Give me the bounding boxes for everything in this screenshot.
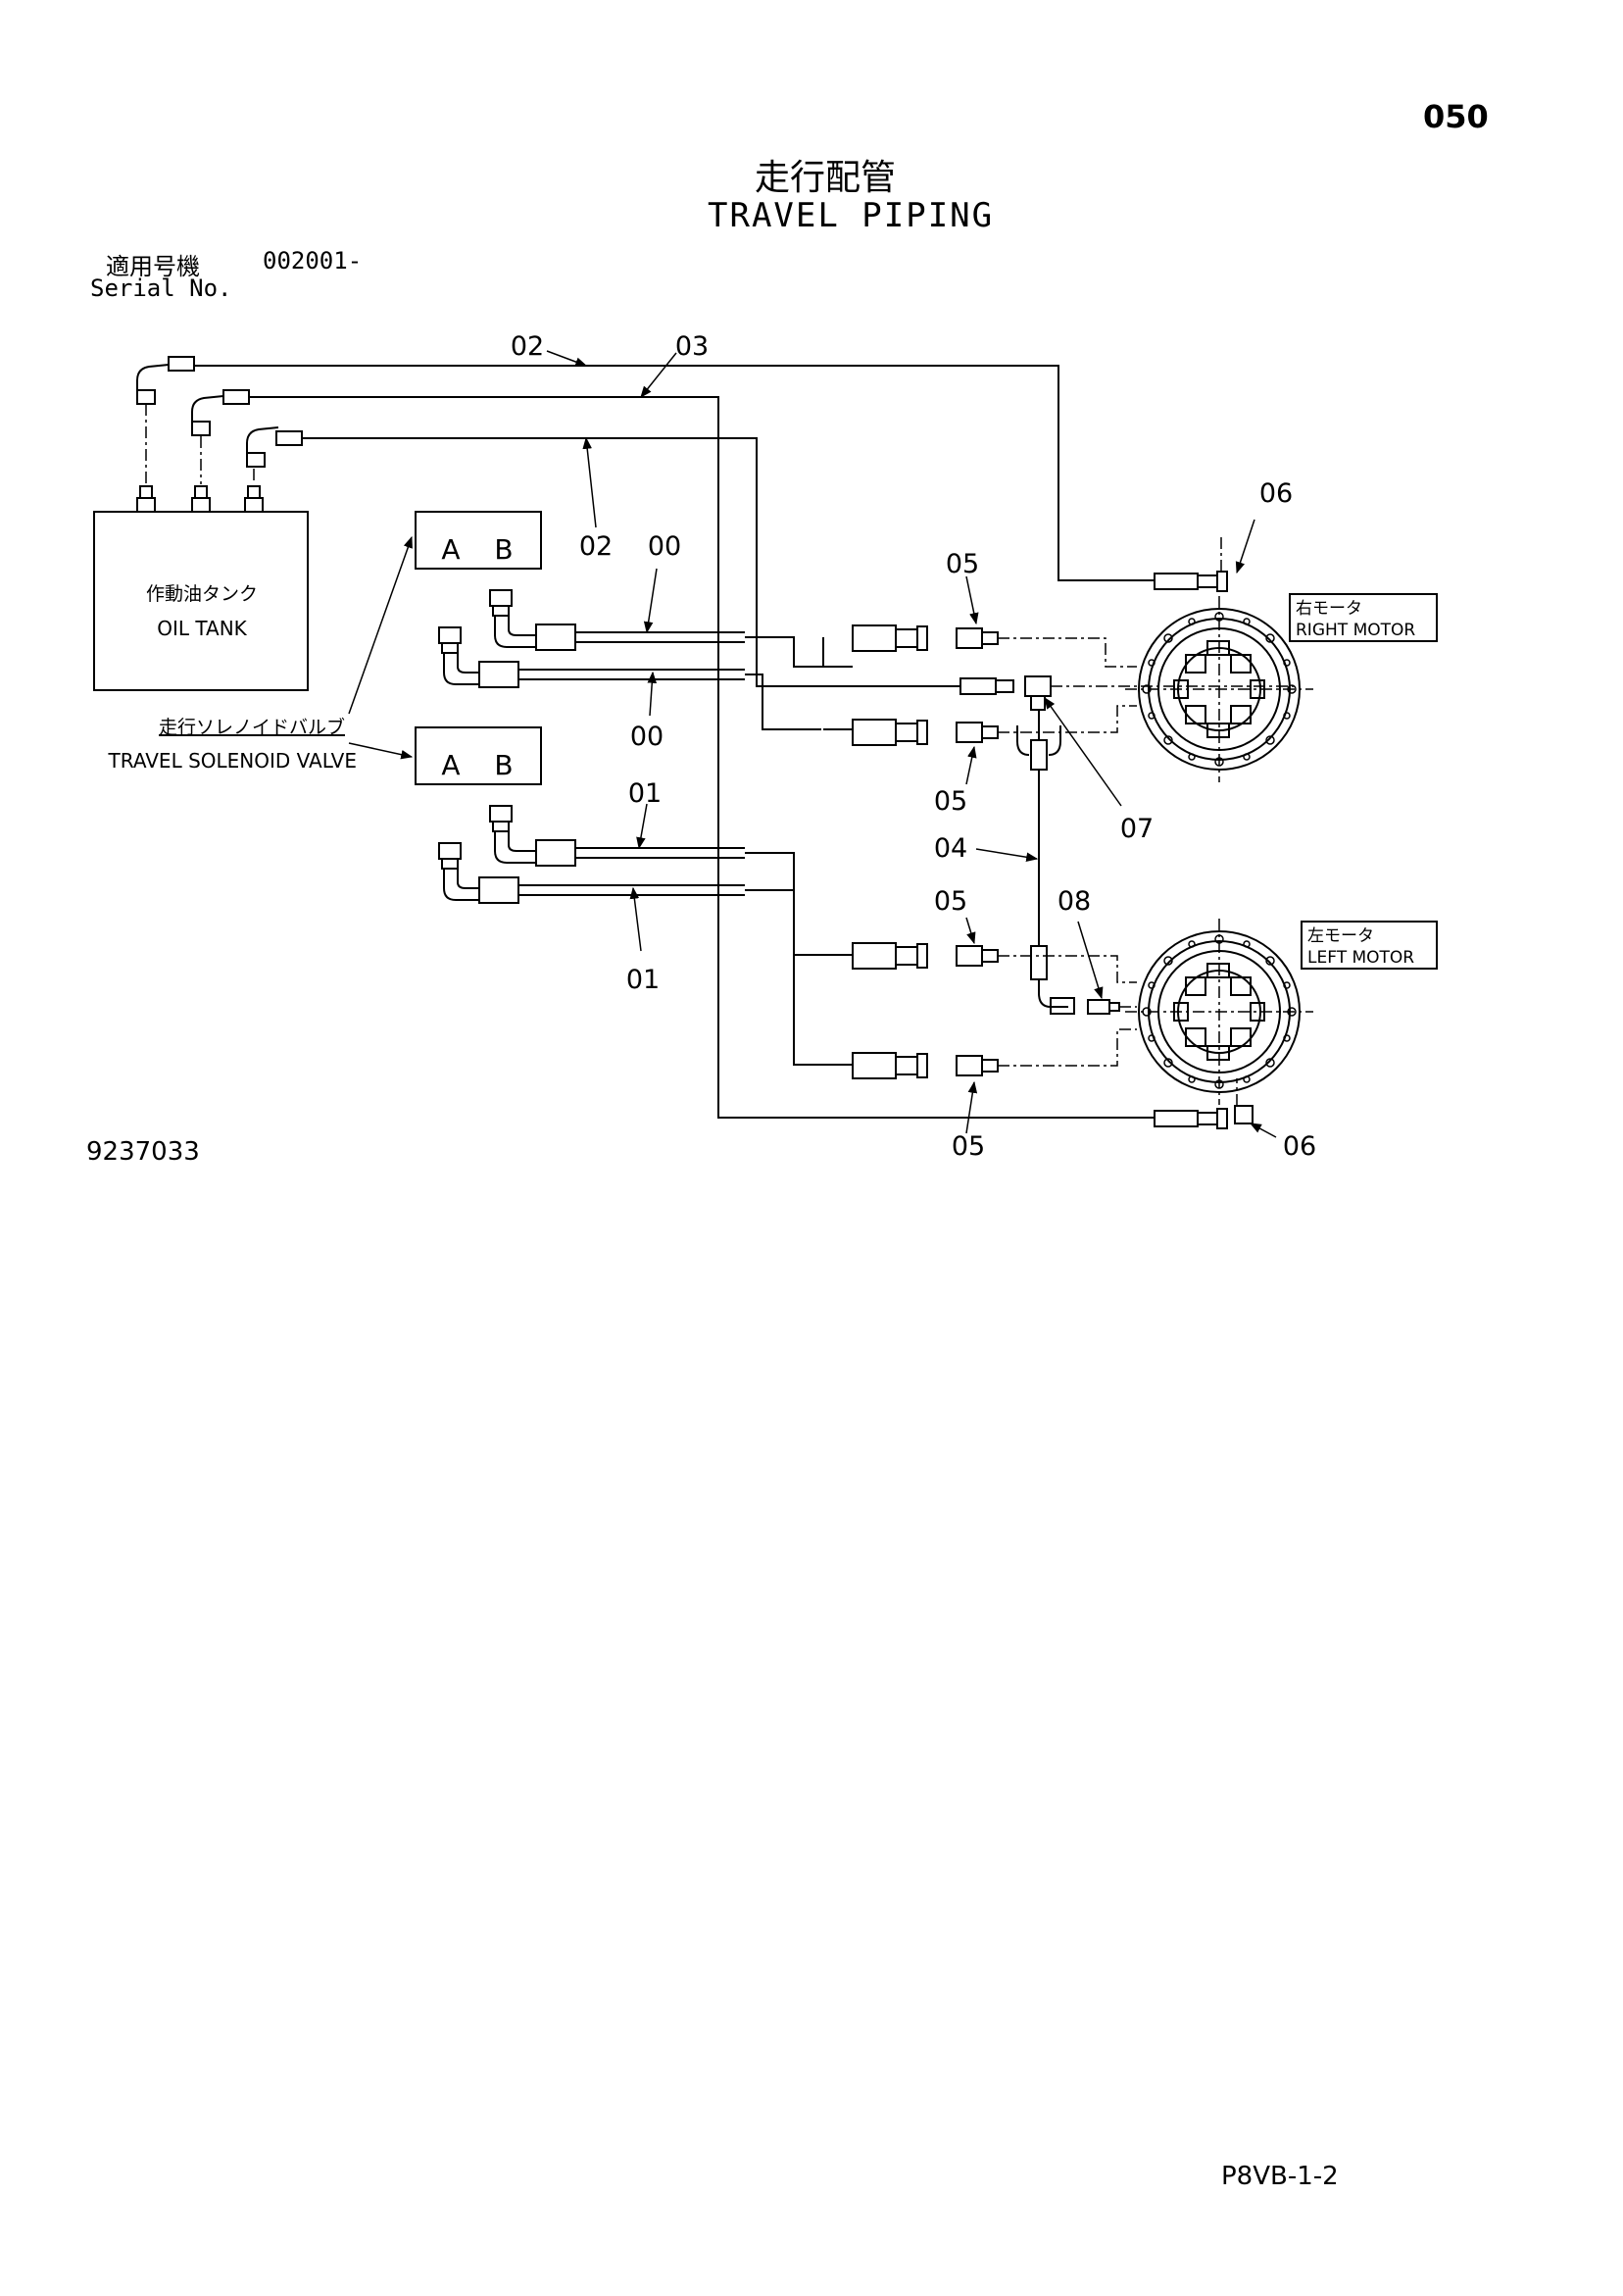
callout-07: 07 [1120,814,1154,844]
hose-group-00 [438,589,745,688]
left-motor-hoses [823,942,999,1079]
left-motor-label-box [1301,921,1438,970]
page-number: 050 [1423,98,1489,135]
solenoid-bottom-port-b: B [494,749,513,781]
footer-code: P8VB-1-2 [1221,2162,1339,2191]
callout-06-top: 06 [1259,478,1293,509]
right-motor-label-box [1289,593,1438,642]
callout-02-drain: 02 [579,531,613,562]
callout-08: 08 [1057,886,1091,917]
right-motor [1125,596,1313,782]
right-motor-label-jp: 右モータ [1296,599,1362,619]
solenoid-label-jp: 走行ソレノイドバルブ [159,716,345,738]
oil-tank-label-jp: 作動油タンク [146,583,258,605]
serial-label-japanese: 適用号機 [106,253,200,280]
callout-01-bottom: 01 [626,965,660,995]
line-03-left-motor [249,396,1155,1119]
solenoid-valve-top [415,511,542,570]
callout-01-top: 01 [628,778,662,809]
callout-05-c: 05 [934,886,967,917]
solenoid-valve-bottom [415,726,542,785]
callout-04: 04 [934,833,967,864]
solenoid-bottom-port-a: A [441,749,460,781]
callout-02-top: 02 [511,331,544,362]
tank-port-fittings [136,485,264,513]
title-japanese: 走行配管 [755,158,897,198]
tank-elbows [136,356,303,468]
line-02-right-motor [194,365,1155,581]
solenoid-label-en: TRAVEL SOLENOID VALVE [108,749,357,773]
hose-group-01 [438,805,745,904]
solenoid-top-port-b: B [494,533,513,566]
title-english: TRAVEL PIPING [708,196,995,235]
left-motor [1125,919,1313,1105]
serial-label-english: Serial No. [90,275,232,302]
right-motor-label-en: RIGHT MOTOR [1296,621,1415,640]
callout-06-bottom: 06 [1283,1131,1316,1162]
callout-00-top: 00 [648,531,681,562]
callout-05-b: 05 [934,786,967,817]
callout-05-a: 05 [946,549,979,579]
serial-value: 002001- [263,247,363,275]
solenoid-top-port-a: A [441,533,460,566]
line-02-drain [302,437,823,687]
part-callouts: 02 03 02 00 00 01 01 04 05 05 05 05 06 0… [511,331,1316,1162]
callout-05-d: 05 [952,1131,985,1162]
drawing-number: 9237033 [86,1137,200,1167]
left-motor-label-jp: 左モータ [1307,926,1374,946]
callout-00-bottom: 00 [630,722,664,752]
left-motor-label-en: LEFT MOTOR [1307,948,1414,968]
oil-tank-label-en: OIL TANK [157,617,247,640]
callout-03: 03 [675,331,709,362]
